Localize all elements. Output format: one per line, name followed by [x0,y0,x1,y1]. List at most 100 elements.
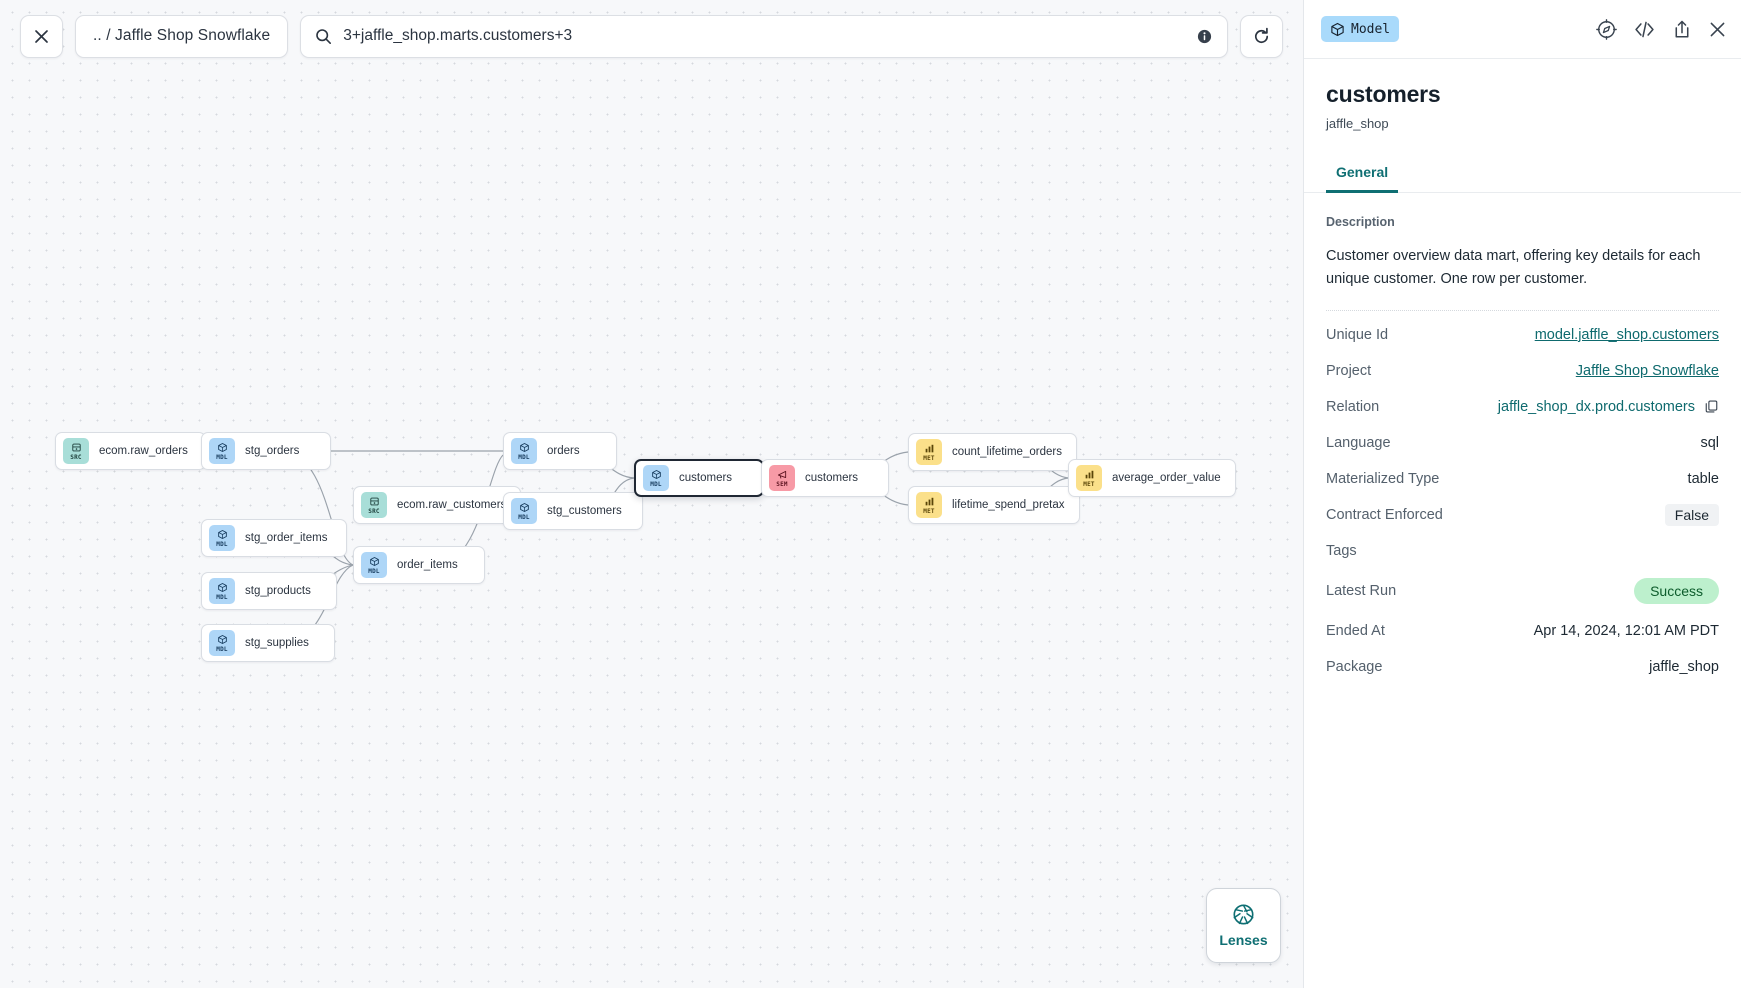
breadcrumb-label: .. / Jaffle Shop Snowflake [93,27,271,44]
detail-value: sql [1700,434,1719,451]
graph-node-order_items[interactable]: MDL order_items [353,546,485,584]
graph-node-ecom_raw_customers[interactable]: SRC ecom.raw_customers [353,486,522,524]
mdl-badge-icon: MDL [209,525,235,551]
mdl-badge-icon: MDL [361,552,387,578]
graph-node-label: order_items [397,559,458,571]
breadcrumb[interactable]: .. / Jaffle Shop Snowflake [75,14,289,58]
detail-key: Latest Run [1326,582,1397,599]
panel-title-block: customers jaffle_shop [1304,59,1741,131]
lenses-button[interactable]: Lenses [1206,888,1281,963]
detail-value[interactable]: jaffle_shop_dx.prod.customers [1498,399,1719,415]
contract-chip: False [1664,503,1719,526]
mdl-badge-icon: MDL [209,438,235,464]
close-canvas-button[interactable] [20,14,63,58]
canvas-toolbar: .. / Jaffle Shop Snowflake [0,0,1303,72]
detail-row: Relation jaffle_shop_dx.prod.customers [1326,389,1719,425]
sem-badge-icon: SEM [769,465,795,491]
detail-value: table [1687,470,1719,487]
detail-value[interactable]: Jaffle Shop Snowflake [1576,363,1719,379]
graph-node-average_order_value[interactable]: MET average_order_value [1068,459,1236,497]
page-title: customers [1326,81,1441,107]
detail-key: Project [1326,362,1372,379]
node-type-label: Model [1351,21,1391,37]
graph-node-label: stg_customers [547,505,622,517]
graph-node-stg_order_items[interactable]: MDL stg_order_items [201,519,347,557]
details-panel-header: Model [1304,0,1741,59]
graph-node-orders[interactable]: MDL orders [503,432,617,470]
explore-icon[interactable] [1596,18,1617,40]
page-subtitle: jaffle_shop [1326,116,1389,131]
detail-value[interactable]: model.jaffle_shop.customers [1535,327,1719,343]
search-bar[interactable] [300,14,1228,58]
detail-key: Unique Id [1326,326,1389,343]
graph-node-label: lifetime_spend_pretax [952,499,1065,511]
mdl-badge-icon: MDL [209,578,235,604]
detail-row: Tags [1326,533,1719,569]
panel-body: Description Customer overview data mart,… [1304,193,1741,988]
mdl-badge-icon: MDL [209,630,235,656]
graph-node-label: stg_order_items [245,532,328,544]
graph-node-label: average_order_value [1112,472,1221,484]
detail-value: False [1664,503,1719,526]
met-badge-icon: MET [1076,465,1102,491]
detail-link[interactable]: jaffle_shop_dx.prod.customers [1497,398,1695,415]
detail-key: Package [1326,658,1383,675]
close-icon [35,29,48,43]
src-badge-icon: SRC [63,438,89,464]
src-badge-icon: SRC [361,492,387,518]
met-badge-icon: MET [916,492,942,518]
met-badge-icon: MET [916,439,942,465]
graph-node-label: ecom.raw_customers [397,499,507,511]
aperture-icon [1233,904,1254,925]
graph-node-ecom_raw_orders[interactable]: SRC ecom.raw_orders [55,432,206,470]
code-icon[interactable] [1633,19,1656,40]
graph-node-label: orders [547,445,580,457]
detail-value: Apr 14, 2024, 12:01 AM PDT [1533,622,1719,639]
graph-node-stg_products[interactable]: MDL stg_products [201,572,337,610]
detail-key: Relation [1326,398,1380,415]
search-input[interactable] [343,27,1185,45]
graph-node-stg_customers[interactable]: MDL stg_customers [503,492,643,530]
detail-key: Tags [1326,542,1357,559]
detail-link[interactable]: Jaffle Shop Snowflake [1575,362,1719,379]
graph-node-label: stg_products [245,585,311,597]
info-icon[interactable] [1196,28,1213,45]
details-panel-actions [1596,18,1727,40]
lenses-label: Lenses [1219,932,1268,948]
tab-general[interactable]: General [1326,158,1399,193]
copy-icon[interactable] [1704,399,1719,414]
refresh-button[interactable] [1240,14,1283,58]
mdl-badge-icon: MDL [511,438,537,464]
close-icon[interactable] [1708,20,1727,39]
description-text: Customer overview data mart, offering ke… [1326,245,1719,311]
detail-link[interactable]: model.jaffle_shop.customers [1534,326,1719,343]
mdl-badge-icon: MDL [511,498,537,524]
graph-node-lifetime_spend_pretax[interactable]: MET lifetime_spend_pretax [908,486,1080,524]
detail-key: Ended At [1326,622,1385,639]
detail-value[interactable]: Success [1634,577,1719,604]
cube-icon [1331,22,1344,36]
detail-row: Ended At Apr 14, 2024, 12:01 AM PDT [1326,613,1719,649]
graph-node-label: ecom.raw_orders [99,445,188,457]
panel-tabs: General [1304,158,1741,193]
details-panel: Model custom [1303,0,1741,988]
detail-row: Unique Id model.jaffle_shop.customers [1326,317,1719,353]
description-label: Description [1326,215,1395,229]
detail-key: Materialized Type [1326,470,1440,487]
share-icon[interactable] [1672,19,1692,40]
status-badge[interactable]: Success [1634,577,1719,604]
detail-row: Latest Run Success [1326,569,1719,613]
graph-node-label: customers [679,472,733,484]
